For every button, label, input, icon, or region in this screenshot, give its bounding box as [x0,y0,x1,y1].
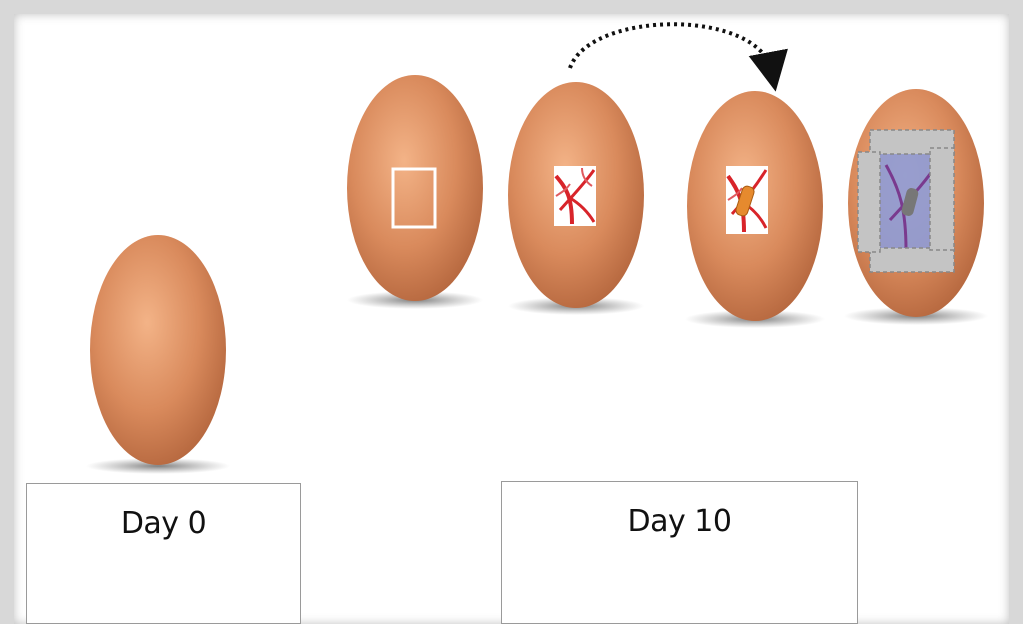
egg-sealed [844,89,988,325]
tape-left [858,152,880,252]
day10-label-box: Day 10 [501,481,858,624]
transfer-arrow [570,24,772,72]
implant-window [726,166,768,234]
egg-window [347,75,483,309]
tape-bottom [870,248,954,272]
vessel-window [554,166,596,226]
day0-label-box: Day 0 [26,483,301,624]
egg-vessels [508,82,644,315]
day0-label: Day 0 [121,506,206,623]
sealed-membrane [858,130,954,272]
tape-right [930,148,954,250]
day10-label: Day 10 [628,504,732,623]
egg-day0 [86,235,230,474]
egg-implant [685,91,825,328]
